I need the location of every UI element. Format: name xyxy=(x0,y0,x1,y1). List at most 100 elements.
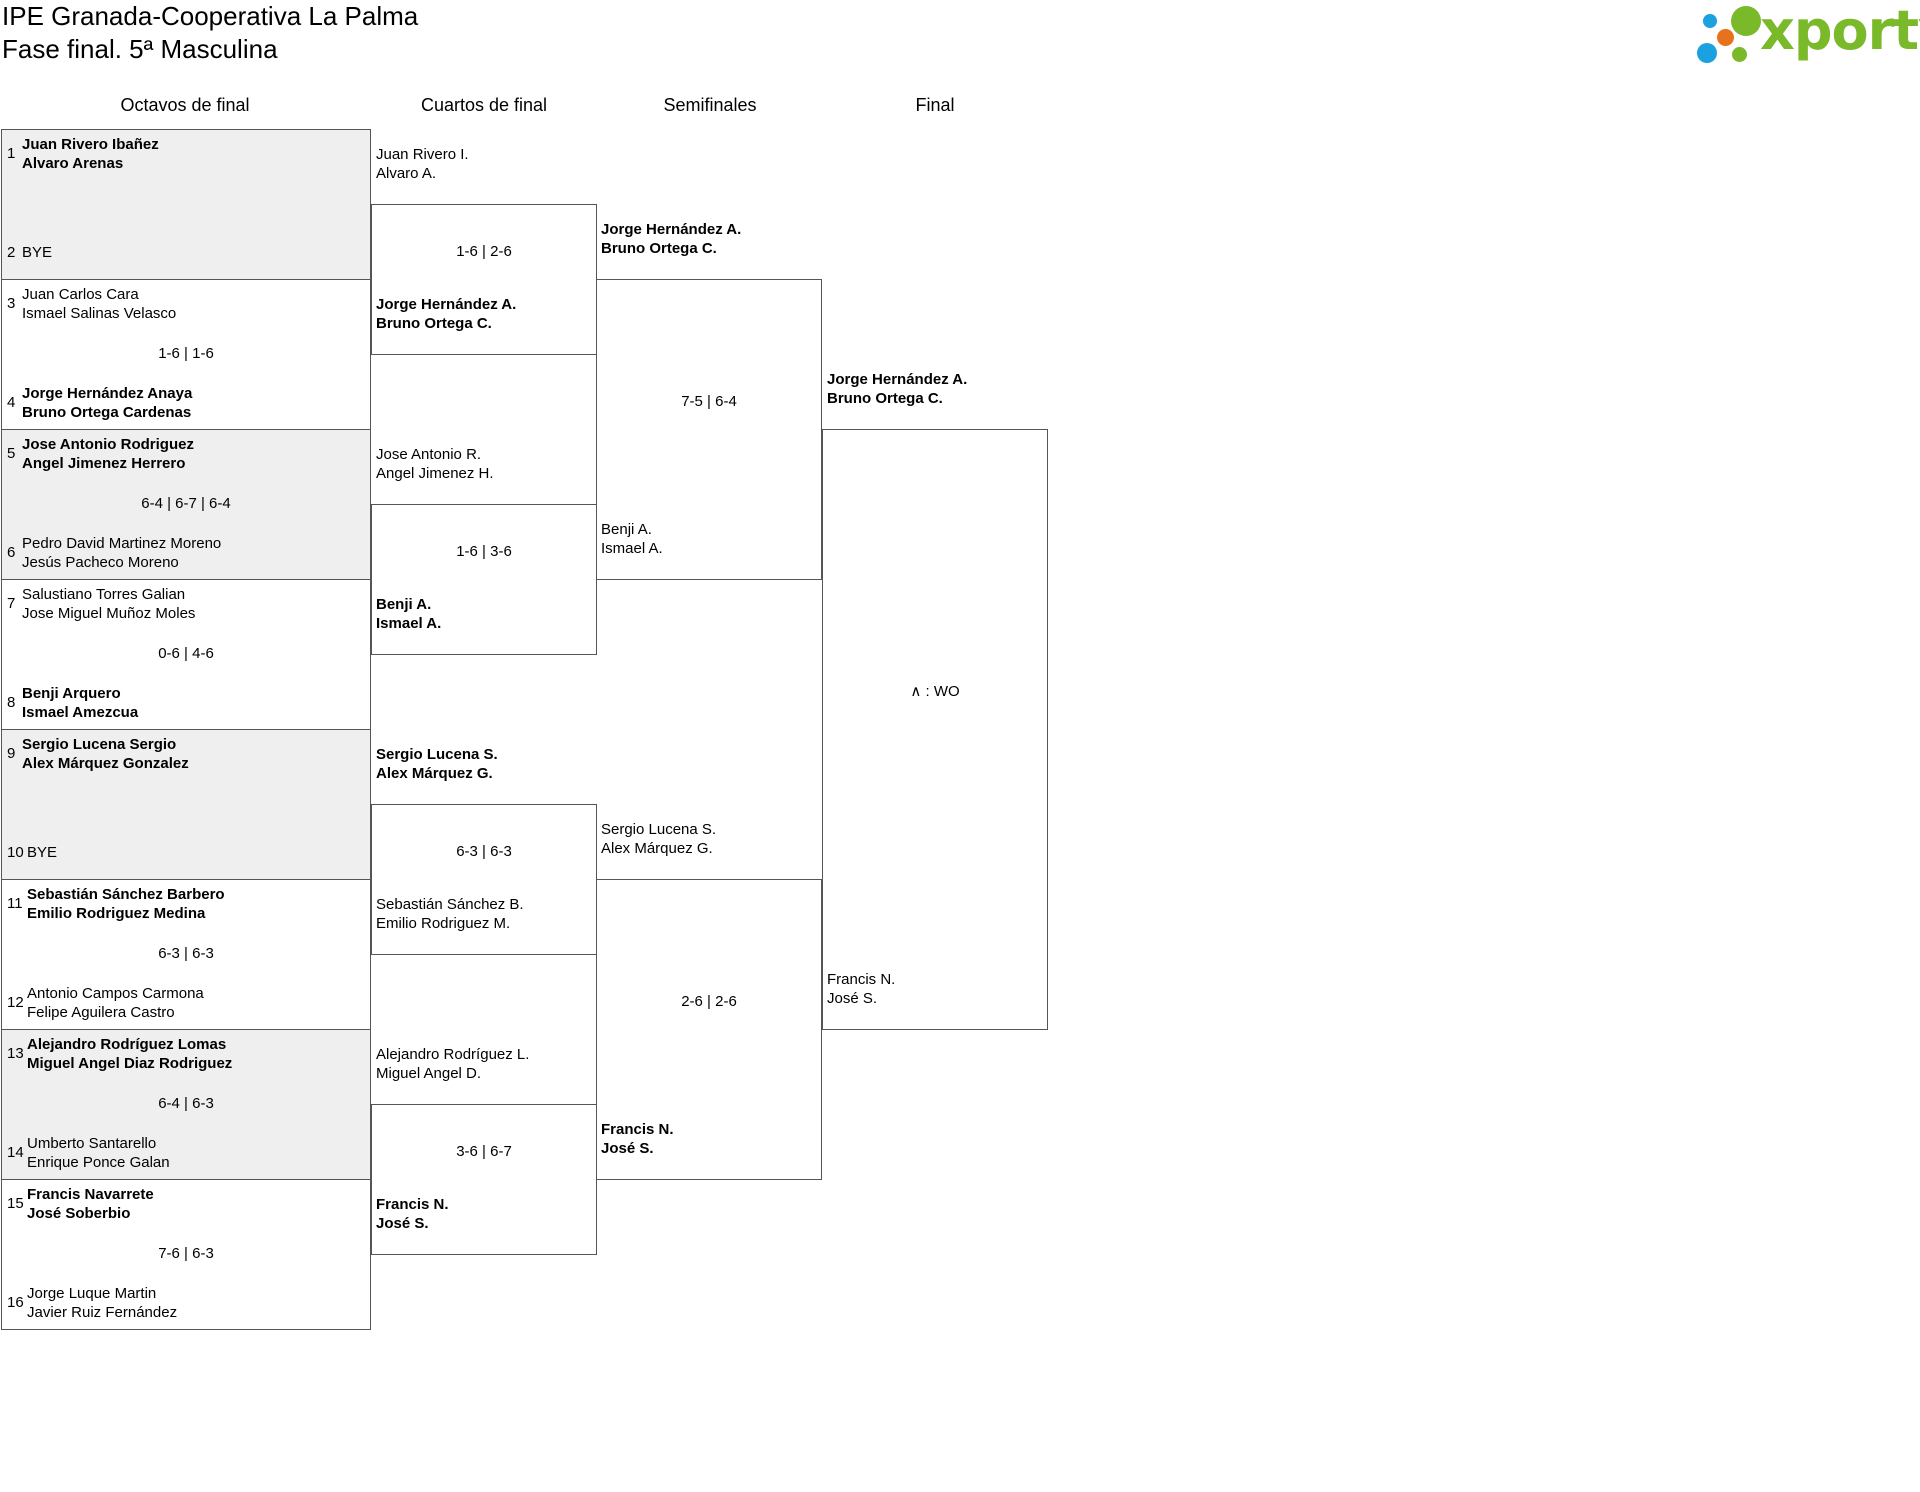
sf-top-team: Jorge Hernández A. Bruno Ortega C. xyxy=(601,220,741,258)
player-name: Emilio Rodriguez Medina xyxy=(27,905,206,922)
match-score: 3-6 | 6-7 xyxy=(456,1143,512,1160)
round-header-final: Final xyxy=(915,95,955,115)
player-name: Benji A. xyxy=(601,521,652,538)
sf-top-team: Sergio Lucena S.Alex Márquez G. xyxy=(601,820,716,858)
r16-bottom-team: BYE xyxy=(22,243,52,262)
qf-bottom-team: Sebastián Sánchez B. Emilio Rodriguez M. xyxy=(376,895,524,933)
player-name: Alvaro A. xyxy=(376,165,437,182)
player-name: Angel Jimenez H. xyxy=(376,465,494,482)
player-name: Sergio Lucena S. xyxy=(376,746,498,763)
player-name: Pedro David Martinez Moreno xyxy=(22,535,222,552)
match-score: 1-6 | 3-6 xyxy=(456,543,512,560)
player-name: Miguel Angel Diaz Rodriguez xyxy=(27,1055,233,1072)
page-title: IPE Granada-Cooperativa La Palma Fase fi… xyxy=(2,0,418,66)
walkover-note: ∧ : WO xyxy=(910,683,960,700)
logo-dot-blue-large xyxy=(1697,43,1717,63)
player-name: Juan Rivero Ibañez xyxy=(22,136,159,153)
player-name: Jose Miguel Muñoz Moles xyxy=(22,605,196,622)
match-score: 0-6 | 4-6 xyxy=(158,645,214,662)
player-name: Sebastián Sánchez Barbero xyxy=(27,886,225,903)
player-name: Salustiano Torres Galian xyxy=(22,586,186,603)
player-name: Ismael Salinas Velasco xyxy=(22,305,177,322)
seed-number: 12 xyxy=(7,994,24,1011)
player-name: Umberto Santarello xyxy=(27,1135,157,1152)
seed-number: 16 xyxy=(7,1294,24,1311)
player-name: Francis N. xyxy=(827,971,896,988)
player-name: Antonio Campos Carmona xyxy=(27,985,204,1002)
seed-number: 11 xyxy=(7,895,23,912)
player-name: Miguel Angel D. xyxy=(376,1065,482,1082)
qf-top-team: Juan Rivero I. Alvaro A. xyxy=(376,145,469,183)
logo-dot-blue-small xyxy=(1703,14,1717,28)
sf-bottom-team: Francis N. José S. xyxy=(601,1120,674,1158)
player-name: Jorge Hernández A. xyxy=(827,371,968,388)
player-name: Javier Ruiz Fernández xyxy=(27,1304,178,1321)
round-header-semifinales: Semifinales xyxy=(663,95,757,115)
player-name: Juan Rivero I. xyxy=(376,146,469,163)
seed-number: 7 xyxy=(7,595,16,612)
seed-number: 1 xyxy=(7,145,16,162)
final-bottom-team: Francis N.José S. xyxy=(827,970,895,1008)
player-name: Alejandro Rodríguez Lomas xyxy=(27,1036,227,1053)
player-name: Felipe Aguilera Castro xyxy=(27,1004,175,1021)
sf-bottom-team: Benji A.Ismael A. xyxy=(601,520,663,558)
player-name: Jorge Hernández A. xyxy=(601,221,742,238)
title-line-2: Fase final. 5ª Masculina xyxy=(2,34,278,64)
seed-number: 6 xyxy=(7,544,16,561)
player-name: Jose Antonio Rodriguez xyxy=(22,436,194,453)
match-score: 6-3 | 6-3 xyxy=(456,843,512,860)
player-name: Benji Arquero xyxy=(22,685,121,702)
final-match-box xyxy=(822,429,1048,1030)
player-name: Jesús Pacheco Moreno xyxy=(22,554,179,571)
player-name: Alex Márquez G. xyxy=(601,840,713,857)
match-score: 7-5 | 6-4 xyxy=(681,393,737,410)
player-name: Bruno Ortega C. xyxy=(376,315,492,332)
seed-number: 4 xyxy=(7,394,16,411)
match-score: 6-4 | 6-7 | 6-4 xyxy=(141,495,231,512)
qf-bottom-team: Benji A. Ismael A. xyxy=(376,595,441,633)
seed-number: 5 xyxy=(7,445,16,462)
round-header-cuartos: Cuartos de final xyxy=(420,95,548,115)
player-name: Jorge Hernández Anaya xyxy=(22,385,193,402)
qf-top-team: Sergio Lucena S.Alex Márquez G. xyxy=(376,745,498,783)
player-name: Francis N. xyxy=(376,1196,449,1213)
player-name: Jose Antonio R. xyxy=(376,446,482,463)
seed-number: 3 xyxy=(7,295,16,312)
player-name: Bruno Ortega C. xyxy=(601,240,717,257)
match-score: 7-6 | 6-3 xyxy=(158,1245,214,1262)
sf-match-box xyxy=(596,279,822,580)
player-name: José S. xyxy=(601,1140,654,1157)
player-name: Angel Jimenez Herrero xyxy=(22,455,186,472)
player-name: Bruno Ortega C. xyxy=(827,390,943,407)
logo-dot-green-small xyxy=(1732,47,1747,62)
player-name: BYE xyxy=(22,244,53,261)
title-line-1: IPE Granada-Cooperativa La Palma xyxy=(2,1,419,31)
seed-number: 14 xyxy=(7,1144,24,1161)
player-name: Benji A. xyxy=(376,596,432,613)
r16-bottom-team: BYE xyxy=(27,843,57,862)
player-name: Francis Navarrete xyxy=(27,1186,154,1203)
player-name: Jorge Hernández A. xyxy=(376,296,517,313)
player-name: Francis N. xyxy=(601,1121,674,1138)
match-score: 6-3 | 6-3 xyxy=(158,945,214,962)
player-name: Sergio Lucena Sergio xyxy=(22,736,177,753)
round-header-octavos: Octavos de final xyxy=(120,95,250,115)
qf-top-team: Jose Antonio R. Angel Jimenez H. xyxy=(376,445,494,483)
player-name: Ismael A. xyxy=(376,615,442,632)
player-name: Emilio Rodriguez M. xyxy=(376,915,511,932)
logo-wordmark: xporty xyxy=(1760,0,1920,62)
player-name: BYE xyxy=(27,844,58,861)
player-name: Sebastián Sánchez B. xyxy=(376,896,524,913)
